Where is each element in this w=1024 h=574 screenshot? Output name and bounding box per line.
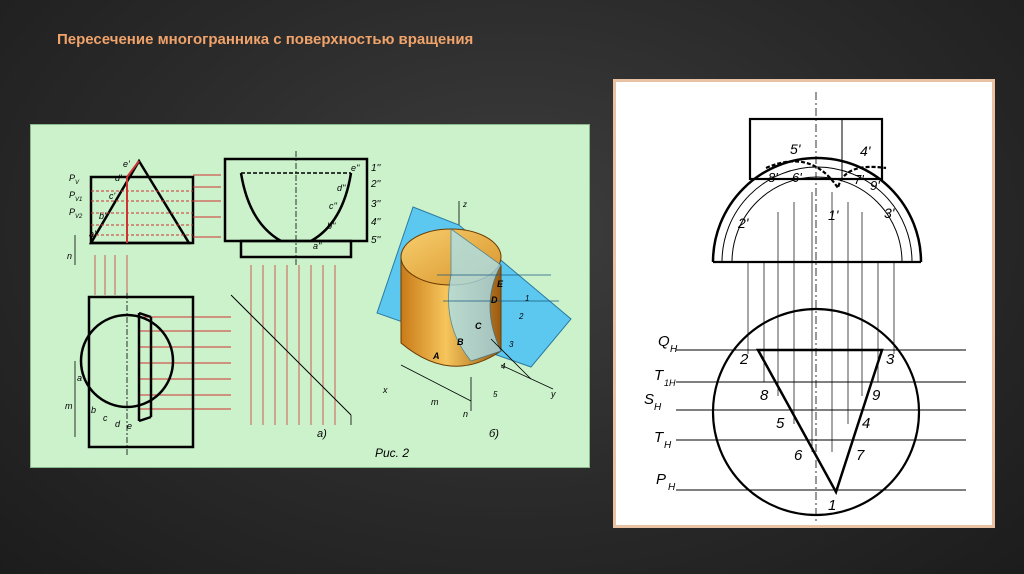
front-point-1: 1' [828,207,840,223]
front-point-7: 7' [854,172,864,187]
plane-pv-label: P [69,173,75,183]
plane-pv1-label: P [69,190,75,200]
side-view [223,151,369,267]
iso-dim-n: n [463,409,468,419]
plane-p-label: P [656,471,666,488]
point-a-side: a'' [313,241,322,251]
plan-point-9: 9 [872,387,881,404]
plane-q-label: Q [658,333,670,350]
iso-num-2: 2 [518,312,524,321]
num-1-side: 1'' [371,163,381,174]
plane-t1-label: T [654,367,665,384]
front-point-2: 2' [737,215,750,231]
slide-title: Пересечение многогранника с поверхностью… [57,31,474,48]
plane-t-label: T [654,429,665,446]
iso-point-e: E [497,279,504,289]
front-point-4: 4' [860,143,872,159]
transfer-lines [139,174,231,410]
front-point-9: 9' [870,178,880,193]
iso-axis-y: y [550,389,556,399]
plane-pv2-label: P [69,207,75,217]
iso-dim-m: m [431,397,439,407]
isometric-view [376,201,572,411]
point-d-front: d' [115,173,122,183]
front-view [711,92,923,522]
front-point-8: 8' [768,170,778,185]
plan-point-a: a [77,373,82,383]
num-5-side: 5'' [371,235,381,246]
plan-point-2: 2 [739,351,749,368]
point-b-side: b'' [327,221,336,231]
iso-point-a: A [432,351,440,361]
figure-caption: Рис. 2 [375,446,409,460]
plan-dim-m: m [65,401,73,411]
iso-num-3: 3 [509,340,514,349]
figure-left: P V P V1 P V2 n e' d' c' b' a' [30,124,590,468]
num-3-side: 3'' [371,199,381,210]
plan-point-3: 3 [886,351,895,368]
plan-point-5: 5 [776,415,785,432]
point-a-front: a' [89,229,96,239]
iso-num-5: 5 [493,390,498,399]
sub-label-b: б) [489,428,499,440]
iso-num-4: 4 [501,362,506,371]
plane-s-sub: H [654,402,662,413]
num-2-side: 2'' [370,179,381,190]
front-point-6: 6' [792,170,802,185]
point-b-front: b' [99,211,106,221]
point-c-front: c' [109,191,116,201]
plane-t1-sub: 1H [664,378,676,388]
sub-label-a: а) [317,428,327,440]
iso-point-d: D [491,295,498,305]
plan-point-b: b [91,405,96,415]
front-view [88,158,195,245]
plan-point-1: 1 [828,497,836,514]
plane-q-sub: H [670,344,678,355]
plan-point-d: d [115,419,121,429]
point-d-side: d'' [337,183,346,193]
figure-right-drawing: 5' 4' 8' 6' 7' 9' 2' 3' 1' Q H T 1H S H … [644,92,966,522]
projection-lines [94,255,336,425]
front-point-5: 5' [790,141,802,157]
num-4-side: 4'' [371,217,381,228]
front-point-3: 3' [884,205,896,221]
plane-pv1-sub: V1 [75,197,82,203]
point-c-side: c'' [329,201,337,211]
iso-num-1: 1 [525,294,529,303]
plan-point-6: 6 [794,447,803,464]
iso-axis-z: z [462,200,467,209]
plan-point-7: 7 [856,447,865,464]
plan-point-c: c [103,413,108,423]
point-e-front: e' [123,159,130,169]
plan-view [676,307,966,517]
plane-pv2-sub: V2 [75,214,83,220]
plane-s-label: S [644,391,654,408]
plan-point-8: 8 [760,387,769,404]
iso-axis-x: x [382,385,388,395]
iso-point-b: B [457,337,464,347]
figure-left-drawing: P V P V1 P V2 n e' d' c' b' a' [65,151,572,460]
point-e-side: e'' [351,163,360,173]
iso-point-c: C [475,321,482,331]
plan-point-e: e [127,421,132,431]
plane-t-sub: H [664,440,672,451]
dim-n-label: n [67,251,72,261]
plan-view [79,293,195,455]
plane-p-sub: H [668,482,676,493]
plan-point-4: 4 [862,415,870,432]
plane-pv-sub: V [75,180,80,186]
figure-right: 5' 4' 8' 6' 7' 9' 2' 3' 1' Q H T 1H S H … [613,79,995,528]
